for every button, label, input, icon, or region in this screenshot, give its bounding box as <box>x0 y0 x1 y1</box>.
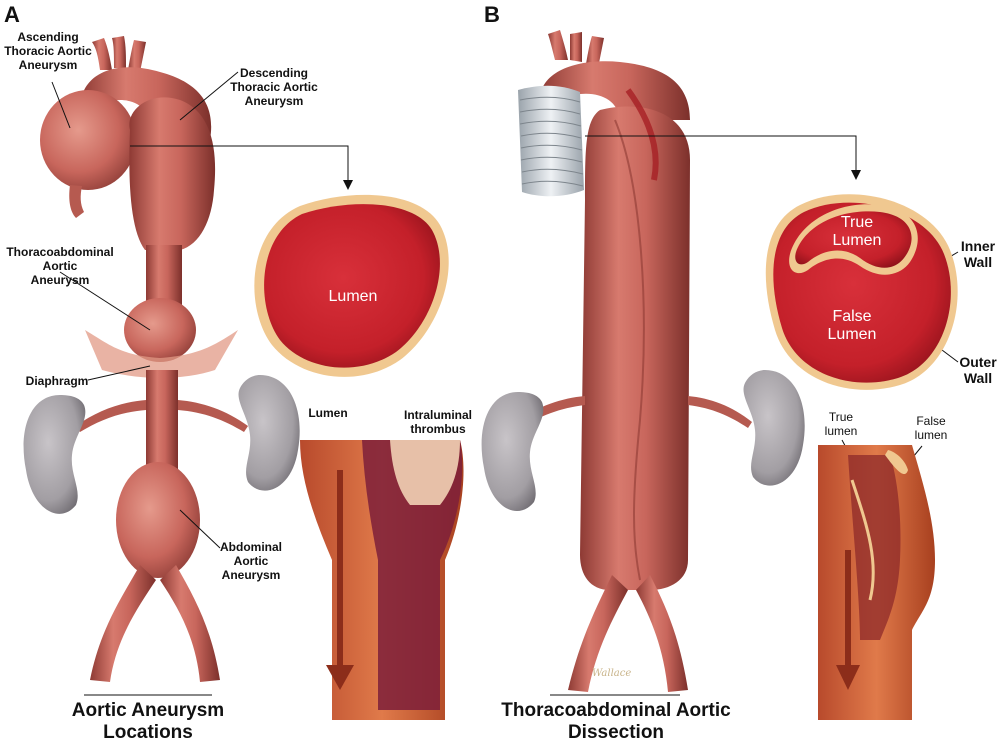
panel-b-cutaway-vessel <box>818 445 935 720</box>
artist-signature: Wallace <box>592 668 632 679</box>
panel-a-aorta-illustration <box>23 36 300 682</box>
label-true-lumen-cross-section: True Lumen <box>832 214 882 249</box>
label-diaphragm: Diaphragm <box>25 374 89 388</box>
label-lumen-cross-section: Lumen <box>328 288 378 305</box>
label-lumen-cutaway: Lumen <box>308 406 348 420</box>
label-outer-wall: Outer Wall <box>959 354 997 386</box>
panel-a-lumen-cross-section <box>254 194 449 377</box>
panel-a-cutaway-vessel <box>300 440 464 720</box>
label-abdominal-aortic-aneurysm: Abdominal Aortic Aneurysm <box>220 540 282 582</box>
panel-b-letter: B <box>484 2 500 27</box>
panel-a-letter: A <box>4 2 20 27</box>
label-intraluminal-thrombus: Intraluminal thrombus <box>403 408 472 436</box>
label-false-lumen-cutaway: False lumen <box>914 414 948 442</box>
label-false-lumen-cross-section: False Lumen <box>827 308 877 343</box>
label-thoracoabdominal-aortic-aneurysm: Thoracoabdominal Aortic Aneurysm <box>6 245 114 287</box>
caption-panel-b: Thoracoabdominal Aortic Dissection <box>501 700 731 743</box>
panel-b-dissection-cross-section <box>765 194 958 390</box>
label-descending-thoracic-aortic-aneurysm: Descending Thoracic Aortic Aneurysm <box>230 66 318 108</box>
label-true-lumen-cutaway: True lumen <box>824 410 858 438</box>
caption-panel-a: Aortic Aneurysm Locations <box>71 700 225 743</box>
panel-b-aorta-illustration <box>481 30 805 692</box>
label-ascending-thoracic-aortic-aneurysm: Ascending Thoracic Aortic Aneurysm <box>4 30 92 72</box>
label-inner-wall: Inner Wall <box>960 238 996 270</box>
